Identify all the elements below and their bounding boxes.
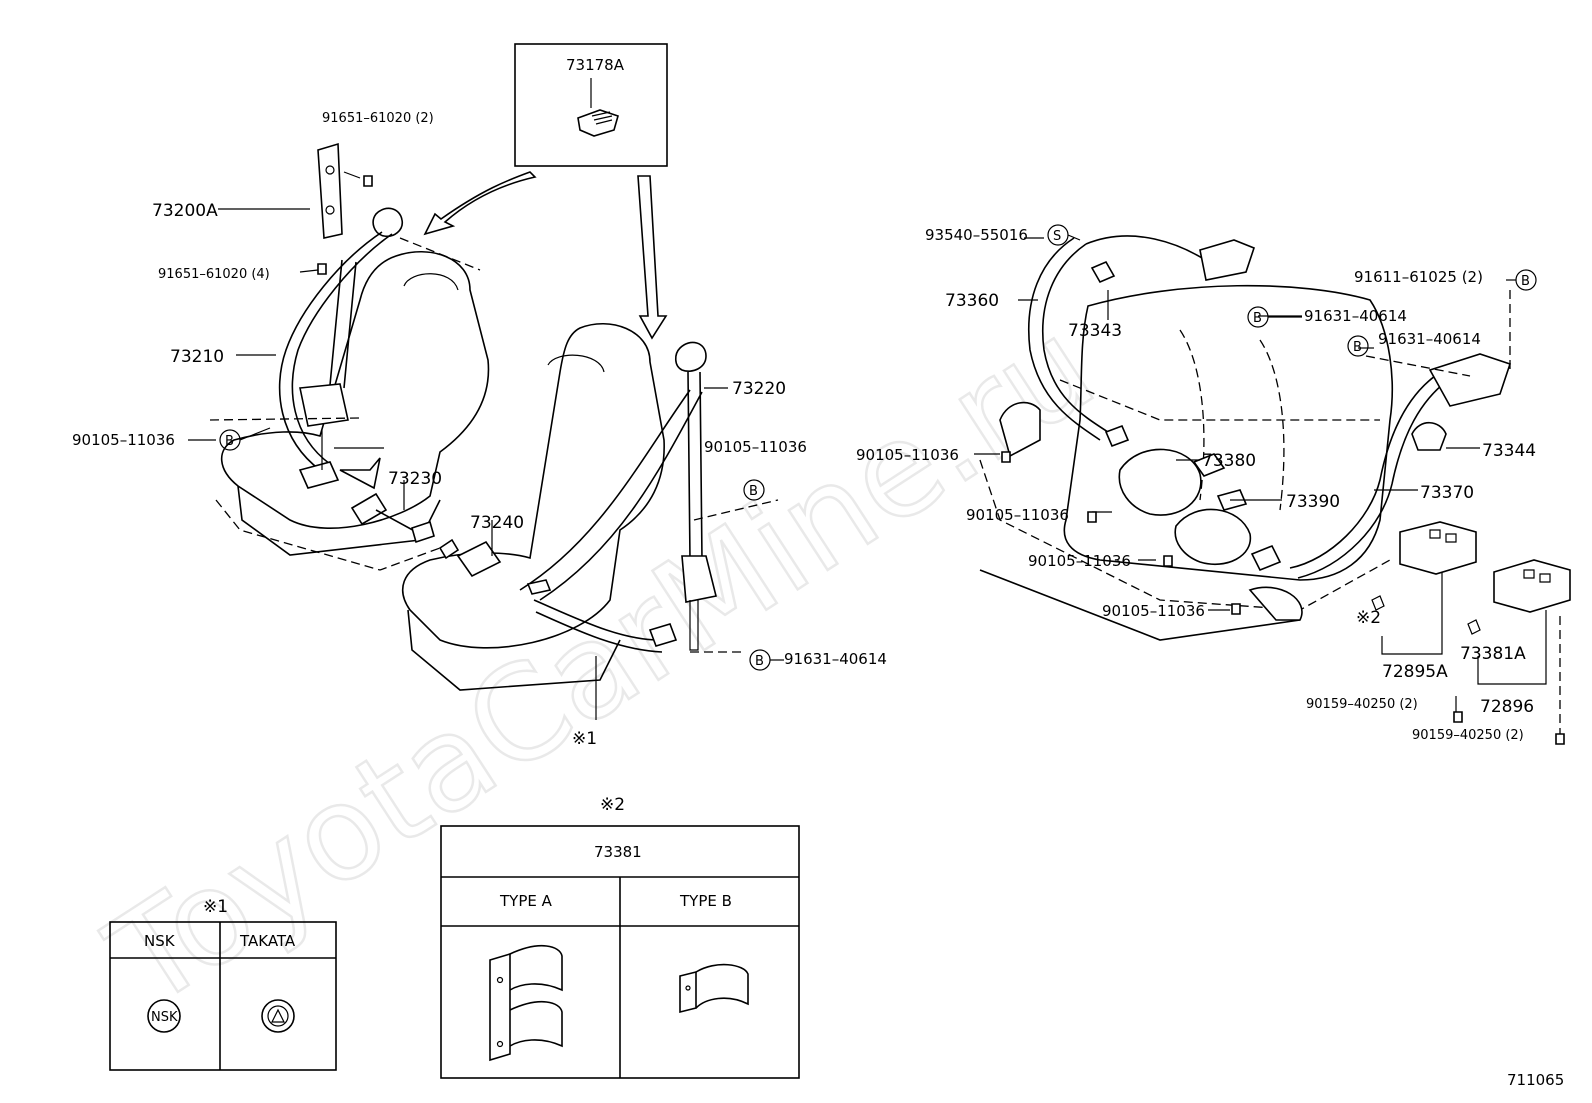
table-note-2: ※2 73381 TYPE A TYPE B xyxy=(440,795,800,1079)
label-73343: 73343 xyxy=(1068,321,1122,341)
shoulder-anchor-right xyxy=(674,341,707,372)
label-73240: 73240 xyxy=(470,513,524,533)
bolt-icons-left xyxy=(317,175,373,275)
label-90105-11036-r3: 90105–11036 xyxy=(1028,552,1131,570)
takata-logo-icon xyxy=(261,999,295,1033)
label-73390: 73390 xyxy=(1286,492,1340,512)
screw-icon xyxy=(1555,733,1565,745)
label-72896: 72896 xyxy=(1480,697,1534,717)
svg-text:B: B xyxy=(1521,274,1530,289)
belt-assembly-73210 xyxy=(278,142,435,544)
svg-text:S: S xyxy=(1053,229,1061,244)
circle-b-symbol: B xyxy=(1247,306,1269,328)
label-90159-40250-b: 90159–40250 (2) xyxy=(1412,728,1524,743)
table1-marker: ※1 xyxy=(203,897,228,917)
label-91631-40614-mid: 91631–40614 xyxy=(784,650,887,668)
label-90105-11036-mid: 90105–11036 xyxy=(704,438,807,456)
rear-belts xyxy=(999,235,1571,635)
buckle-72895a xyxy=(1399,521,1477,575)
circle-b-symbol: B xyxy=(1515,269,1537,291)
shoulder-anchor-left xyxy=(372,207,404,238)
type-a-clip-icon xyxy=(489,944,563,1062)
label-73370: 73370 xyxy=(1420,483,1474,503)
front-seat-right xyxy=(401,323,665,691)
nsk-logo-icon xyxy=(147,999,181,1033)
screw-icon xyxy=(1453,711,1463,723)
label-90105-11036-r4: 90105–11036 xyxy=(1102,602,1205,620)
retractor-right xyxy=(681,555,717,603)
table2-header-type-a: TYPE A xyxy=(499,892,553,910)
buckle-72896 xyxy=(1493,559,1571,613)
bolt-code-symbols: B B B S B B B xyxy=(219,224,1537,671)
svg-text:B: B xyxy=(749,484,758,499)
retractor-rear-right xyxy=(1428,353,1512,407)
label-73178a: 73178A xyxy=(566,56,625,74)
circle-s-symbol: S xyxy=(1047,224,1069,246)
label-90105-11036-r2: 90105–11036 xyxy=(966,506,1069,524)
note1-marker: ※1 xyxy=(572,729,597,749)
label-73230: 73230 xyxy=(388,469,442,489)
label-91611-61025: 91611–61025 (2) xyxy=(1354,268,1483,286)
arrow-right xyxy=(637,175,668,340)
buckle-73240 xyxy=(456,540,502,578)
label-73380: 73380 xyxy=(1202,451,1256,471)
svg-text:B: B xyxy=(225,434,234,449)
arrow-left xyxy=(423,171,537,236)
label-73210: 73210 xyxy=(170,347,224,367)
callout-labels: 91651–61020 (2) 73200A 91651–61020 (4) 7… xyxy=(72,111,1536,749)
circle-b-symbol: B xyxy=(743,479,765,501)
table2-marker: ※2 xyxy=(600,795,625,815)
watermark: ToyotaCarMine.ru xyxy=(83,290,1119,1037)
label-90105-11036-left: 90105–11036 xyxy=(72,431,175,449)
nsk-logo-text: NSK xyxy=(151,1010,178,1025)
table1-header-nsk: NSK xyxy=(144,932,176,950)
circle-b-symbol: B xyxy=(749,649,771,671)
table-note-1: ※1 NSK TAKATA NSK xyxy=(109,897,337,1071)
rear-seat xyxy=(979,284,1394,641)
belt-assembly-73220 xyxy=(438,341,717,653)
label-91651-61020-2: 91651–61020 (2) xyxy=(322,111,434,126)
diagram-number: 711065 xyxy=(1507,1071,1564,1089)
guide-73343 xyxy=(1090,260,1116,284)
label-73360: 73360 xyxy=(945,291,999,311)
type-b-clip-icon xyxy=(679,963,749,1014)
anchor-73200a xyxy=(317,142,343,239)
svg-text:B: B xyxy=(1253,311,1262,326)
label-73344: 73344 xyxy=(1482,441,1536,461)
bolt-icons xyxy=(1001,451,1241,615)
svg-text:B: B xyxy=(755,654,764,669)
guide-73344 xyxy=(1411,421,1447,451)
label-90159-40250-a: 90159–40250 (2) xyxy=(1306,697,1418,712)
retractor-rear-center xyxy=(1199,239,1255,281)
table2-header-type-b: TYPE B xyxy=(679,892,732,910)
circle-b-symbol: B xyxy=(1347,335,1369,357)
label-72895a: 72895A xyxy=(1382,662,1448,682)
inset-box-73178a: 73178A xyxy=(514,43,668,167)
label-73381a: 73381A xyxy=(1460,644,1526,664)
label-91631-40614-r1: 91631–40614 xyxy=(1304,307,1407,325)
table1-header-takata: TAKATA xyxy=(239,932,296,950)
label-91651-61020-4: 91651–61020 (4) xyxy=(158,267,270,282)
buckle-73230 xyxy=(350,492,388,526)
label-73220: 73220 xyxy=(732,379,786,399)
label-73200a: 73200A xyxy=(152,201,218,221)
retractor-left xyxy=(299,383,349,427)
label-93540-55016: 93540–55016 xyxy=(925,226,1028,244)
note2-marker: ※2 xyxy=(1356,608,1381,628)
label-91631-40614-r2: 91631–40614 xyxy=(1378,330,1481,348)
label-90105-11036-r1: 90105–11036 xyxy=(856,446,959,464)
svg-text:B: B xyxy=(1353,340,1362,355)
table2-title: 73381 xyxy=(594,843,642,861)
